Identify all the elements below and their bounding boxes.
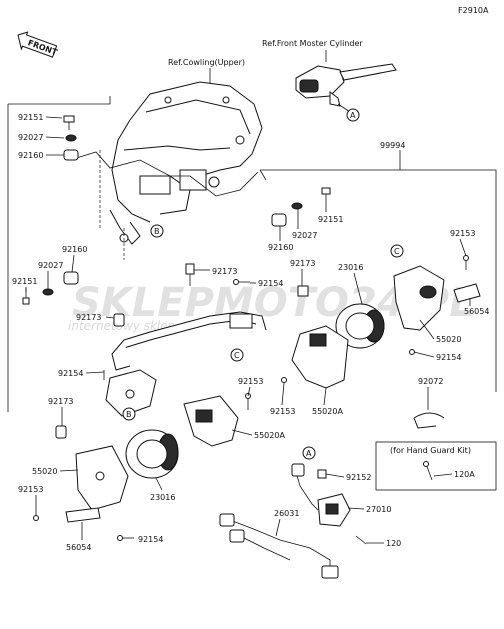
svg-text:C: C	[394, 247, 400, 256]
part-label: 23016	[150, 493, 175, 502]
part-label: 55020	[436, 335, 461, 344]
part-label: 26031	[274, 509, 299, 518]
callout-c-right: C	[390, 244, 404, 258]
part-label: 92027	[18, 133, 43, 142]
cowling-stay-frame	[109, 81, 263, 245]
svg-text:B: B	[154, 227, 160, 236]
part-label: 56054	[66, 543, 91, 552]
left-bracket-lower	[105, 369, 157, 417]
callout-b-lower: B	[122, 407, 136, 421]
part-label: 92153	[270, 407, 295, 416]
clamp-92072	[413, 412, 445, 429]
part-label: 55020A	[312, 407, 343, 416]
grommet-92160-b	[271, 213, 287, 227]
screw-92152	[317, 469, 327, 479]
switch-27010	[317, 493, 351, 527]
part-label: 27010	[366, 505, 391, 514]
part-label: 92154	[58, 369, 83, 378]
fog-lamp-23016-right	[335, 303, 385, 349]
reflector-56054-left	[65, 507, 101, 523]
part-label: 92072	[418, 377, 443, 386]
part-label: 92173	[76, 313, 101, 322]
nut-92154-a	[233, 279, 250, 285]
assembly-number: 99994	[380, 141, 405, 150]
part-label: 92154	[258, 279, 283, 288]
screw-92153-b	[245, 393, 251, 410]
part-label: 92153	[18, 485, 43, 494]
bracket-55020-right	[393, 265, 445, 331]
part-label: 92173	[212, 267, 237, 276]
part-label: 92153	[450, 229, 475, 238]
nut-92154-b	[117, 535, 134, 541]
reflector-56054-right	[453, 283, 481, 303]
part-label: 92173	[48, 397, 73, 406]
part-label: 92160	[62, 245, 87, 254]
nut-92154-d	[409, 349, 415, 355]
bolt-92151-b	[321, 187, 331, 206]
svg-text:C: C	[234, 351, 240, 360]
callout-a-upper: A	[346, 108, 360, 122]
bolt-92151-a	[63, 115, 75, 130]
screw-92153-c	[33, 506, 39, 521]
bracket-55020a-left	[183, 395, 239, 447]
bracket-55020-left	[75, 445, 129, 511]
part-label: 92160	[268, 243, 293, 252]
bolt-92173-b	[297, 285, 309, 297]
bracket-55020a-right	[291, 325, 349, 389]
screw-120a	[423, 461, 433, 481]
part-label: 92151	[12, 277, 37, 286]
bolt-92173-d	[55, 425, 67, 439]
ref-cowling-upper: Ref.Cowling(Upper)	[168, 58, 245, 67]
part-label: 92027	[38, 261, 63, 270]
callout-c-center: C	[230, 348, 244, 362]
washer-92027-b	[291, 202, 303, 210]
grommet-92160-a	[63, 149, 79, 161]
part-label: 56054	[464, 307, 489, 316]
part-label: 92160	[18, 151, 43, 160]
part-label: 92027	[292, 231, 317, 240]
front-arrow-icon: FRONT	[17, 31, 59, 58]
bolt-92173-a	[185, 263, 195, 286]
part-label: 120A	[454, 470, 475, 479]
wire-harness-26031	[219, 463, 339, 579]
part-label: 92152	[346, 473, 371, 482]
bolt-92173-c	[113, 313, 125, 327]
svg-text:A: A	[306, 449, 312, 458]
screw-92153-a	[463, 255, 469, 270]
washer-92027-c	[42, 288, 54, 296]
callout-b-upper: B	[150, 224, 164, 238]
ref-front-master-cylinder: Ref.Front Moster Cylinder	[262, 39, 363, 48]
part-label: 120	[386, 539, 401, 548]
leader-lines	[25, 116, 471, 544]
figure-code: F2910A	[458, 6, 489, 15]
svg-text:A: A	[350, 111, 356, 120]
part-label: 55020	[32, 467, 57, 476]
lamp-stay-bar	[111, 311, 267, 371]
washer-92027-a	[65, 134, 77, 142]
part-label: 92151	[18, 113, 43, 122]
fog-lamp-23016-left	[125, 429, 179, 479]
grommet-92160-c	[63, 271, 79, 285]
part-label: 92153	[238, 377, 263, 386]
part-label: 92154	[436, 353, 461, 362]
screw-120	[355, 535, 367, 545]
callout-a-lower: A	[302, 446, 316, 460]
front-master-cylinder	[295, 63, 397, 107]
screw-92153-d	[281, 377, 287, 383]
part-label: 92154	[138, 535, 163, 544]
hand-guard-note: (for Hand Guard Kit)	[390, 446, 471, 455]
part-label: 55020A	[254, 431, 285, 440]
part-label: 92173	[290, 259, 315, 268]
svg-text:B: B	[126, 410, 132, 419]
part-label: 92151	[318, 215, 343, 224]
part-label: 23016	[338, 263, 363, 272]
